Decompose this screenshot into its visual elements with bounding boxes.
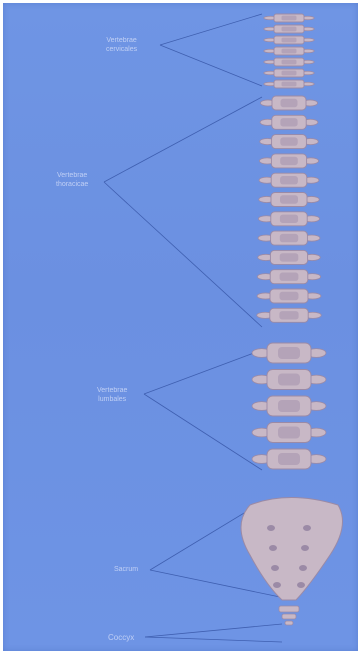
lumbar-vertebra-5 bbox=[252, 449, 326, 469]
cervical-vertebra-3 bbox=[264, 36, 314, 44]
label-sacrum: Sacrum bbox=[114, 565, 138, 574]
label-cervical-line1: Vertebrae bbox=[106, 36, 137, 45]
lumbar-leader-bottom bbox=[144, 394, 262, 470]
lumbar-leader-top bbox=[144, 350, 262, 394]
thoracic-vertebra-11 bbox=[257, 289, 321, 303]
cervical-vertebra-1 bbox=[264, 14, 314, 22]
thoracic-vertebra-2 bbox=[260, 115, 318, 129]
cervical-leader-bottom bbox=[160, 45, 262, 86]
label-cervical-line2: cervicales bbox=[106, 45, 137, 54]
label-thoracic: Vertebrae thoracicae bbox=[56, 171, 88, 189]
thoracic-vertebra-10 bbox=[257, 270, 320, 284]
thoracic-leader-top bbox=[104, 97, 262, 182]
lumbar-vertebra-1 bbox=[252, 343, 326, 363]
label-cervical: Vertebrae cervicales bbox=[106, 36, 137, 54]
label-thoracic-line2: thoracicae bbox=[56, 180, 88, 189]
cervical-vertebra-7 bbox=[264, 80, 314, 88]
sacrum-leader-bottom bbox=[150, 570, 280, 597]
thoracic-vertebra-1 bbox=[260, 96, 317, 110]
thoracic-vertebra-5 bbox=[259, 173, 319, 187]
thoracic-vertebra-6 bbox=[259, 193, 319, 207]
thoracic-leader-bottom bbox=[104, 182, 262, 327]
thoracic-vertebra-8 bbox=[258, 231, 320, 245]
thoracic-vertebra-9 bbox=[258, 250, 320, 264]
sacrum-bone bbox=[241, 498, 343, 601]
label-thoracic-line1: Vertebrae bbox=[56, 171, 88, 180]
coccyx-leader-top bbox=[145, 624, 282, 637]
thoracic-vertebra-7 bbox=[258, 212, 319, 226]
label-lumbar: Vertebrae lumbales bbox=[97, 386, 127, 404]
label-lumbar-line1: Vertebrae bbox=[97, 386, 127, 395]
coccyx-leader-bottom bbox=[145, 637, 282, 642]
cervical-vertebra-4 bbox=[264, 47, 314, 55]
label-sacrum-line1: Sacrum bbox=[114, 565, 138, 574]
coccyx-bone bbox=[279, 606, 299, 625]
cervical-vertebra-6 bbox=[264, 69, 314, 77]
cervical-vertebra-5 bbox=[264, 58, 314, 66]
thoracic-vertebra-3 bbox=[260, 135, 318, 149]
spine bbox=[241, 14, 343, 625]
label-coccyx: Coccyx bbox=[108, 633, 134, 642]
lumbar-vertebra-2 bbox=[252, 370, 326, 390]
thoracic-vertebra-12 bbox=[257, 308, 322, 322]
cervical-leader-top bbox=[160, 14, 262, 45]
sacrum-leader-top bbox=[150, 507, 254, 570]
lumbar-vertebra-3 bbox=[252, 396, 326, 416]
label-lumbar-line2: lumbales bbox=[97, 395, 127, 404]
cervical-vertebra-2 bbox=[264, 25, 314, 33]
label-coccyx-line1: Coccyx bbox=[108, 633, 134, 642]
lumbar-vertebra-4 bbox=[252, 423, 326, 443]
thoracic-vertebra-4 bbox=[259, 154, 318, 168]
